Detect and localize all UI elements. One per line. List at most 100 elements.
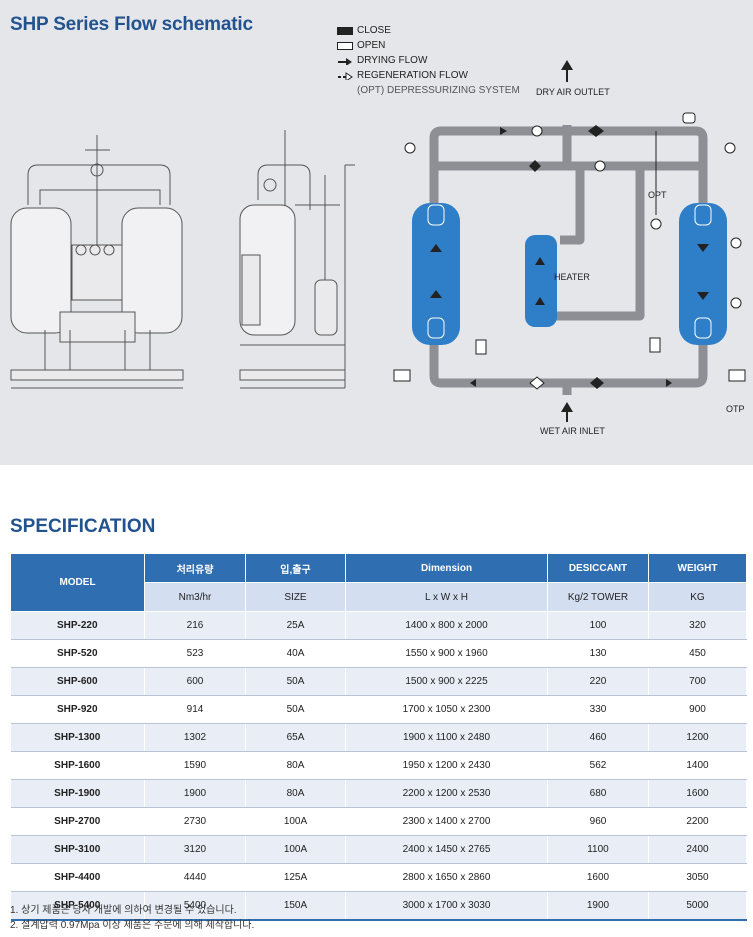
unit-weight: KG — [648, 582, 747, 612]
table-header-row: MODEL 처리유량 입,출구 Dimension DESICCANT WEIG… — [10, 553, 747, 612]
drawings — [10, 60, 746, 422]
cell-weight: 2200 — [648, 807, 747, 836]
cell-desiccant: 562 — [547, 751, 649, 780]
outlet-arrow-icon — [561, 60, 573, 70]
cell-weight: 3050 — [648, 863, 747, 892]
col-dimension: Dimension — [345, 553, 548, 583]
cell-flow: 3120 — [144, 835, 246, 864]
legend-drying-label: DRYING FLOW — [357, 55, 428, 66]
cell-desiccant: 130 — [547, 639, 649, 668]
col-desiccant: DESICCANT — [547, 553, 649, 583]
cell-weight: 5000 — [648, 891, 747, 921]
cell-weight: 700 — [648, 667, 747, 696]
cell-model: SHP-1300 — [10, 723, 145, 752]
cell-model: SHP-5400 — [10, 891, 145, 921]
legend-close-label: CLOSE — [357, 25, 391, 36]
cell-dim: 1900 x 1100 x 2480 — [345, 723, 548, 752]
opt-label: OPT — [648, 190, 667, 200]
heater-vessel — [525, 235, 557, 327]
cell-flow: 914 — [144, 695, 246, 724]
drying-flow-arrow-icon — [338, 57, 352, 65]
cell-dim: 1400 x 800 x 2000 — [345, 611, 548, 640]
cell-flow: 4440 — [144, 863, 246, 892]
cell-size: 150A — [245, 891, 346, 921]
flow-schematic — [393, 60, 746, 422]
spec-table: MODEL 처리유량 입,출구 Dimension DESICCANT WEIG… — [10, 553, 747, 921]
close-swatch-icon — [337, 26, 353, 35]
cell-size: 25A — [245, 611, 346, 640]
cell-size: 80A — [245, 779, 346, 808]
cell-weight: 450 — [648, 639, 747, 668]
cell-dim: 2800 x 1650 x 2860 — [345, 863, 548, 892]
legend: CLOSE OPEN DRYING FLOW REGENERATION FLOW… — [337, 23, 520, 98]
cell-model: SHP-4400 — [10, 863, 145, 892]
unit-desiccant: Kg/2 TOWER — [547, 582, 649, 612]
cell-desiccant: 460 — [547, 723, 649, 752]
cell-flow: 523 — [144, 639, 246, 668]
cell-flow: 1302 — [144, 723, 246, 752]
cell-desiccant: 680 — [547, 779, 649, 808]
unit-dimension: L x W x H — [345, 582, 548, 612]
legend-regeneration-label: REGENERATION FLOW — [357, 70, 468, 81]
cell-dim: 2300 x 1400 x 2700 — [345, 807, 548, 836]
cell-model: SHP-920 — [10, 695, 145, 724]
cell-size: 65A — [245, 723, 346, 752]
cell-dim: 2400 x 1450 x 2765 — [345, 835, 548, 864]
cell-model: SHP-1600 — [10, 751, 145, 780]
cell-desiccant: 220 — [547, 667, 649, 696]
col-flow: 처리유량 — [144, 553, 246, 583]
cell-dim: 2200 x 1200 x 2530 — [345, 779, 548, 808]
cell-weight: 1400 — [648, 751, 747, 780]
legend-open-label: OPEN — [357, 40, 386, 51]
cell-model: SHP-520 — [10, 639, 145, 668]
cell-desiccant: 960 — [547, 807, 649, 836]
cell-dim: 3000 x 1700 x 3030 — [345, 891, 548, 921]
cell-weight: 320 — [648, 611, 747, 640]
cell-model: SHP-220 — [10, 611, 145, 640]
cell-model: SHP-1900 — [10, 779, 145, 808]
dry-air-outlet-label: DRY AIR OUTLET — [536, 87, 610, 97]
cell-weight: 1200 — [648, 723, 747, 752]
cell-flow: 216 — [144, 611, 246, 640]
otp-label: OTP — [726, 404, 745, 414]
cell-flow: 1590 — [144, 751, 246, 780]
col-model: MODEL — [10, 553, 145, 612]
table-unit-row: Nm3/hr SIZE L x W x H Kg/2 TOWER KG — [11, 582, 747, 612]
legend-close: CLOSE — [337, 23, 520, 38]
regeneration-flow-arrow-icon — [338, 71, 353, 80]
cell-size: 125A — [245, 863, 346, 892]
cell-dim: 1950 x 1200 x 2430 — [345, 751, 548, 780]
note-2: 2. 설계압력 0.97Mpa 이상 제품은 주문에 의해 제작합니다. — [10, 920, 255, 931]
left-tower — [412, 203, 460, 345]
schematic-panel: SHP Series Flow schematic CLOSE OPEN DRY… — [0, 0, 753, 465]
cell-weight: 900 — [648, 695, 747, 724]
front-view-drawing — [10, 135, 184, 389]
cell-model: SHP-3100 — [10, 835, 145, 864]
cell-size: 100A — [245, 807, 346, 836]
cell-desiccant: 1600 — [547, 863, 649, 892]
cell-dim: 1500 x 900 x 2225 — [345, 667, 548, 696]
cell-size: 50A — [245, 695, 346, 724]
inlet-arrow-icon — [561, 402, 573, 412]
cell-flow: 2730 — [144, 807, 246, 836]
cell-size: 40A — [245, 639, 346, 668]
cell-weight: 1600 — [648, 779, 747, 808]
cell-size: 100A — [245, 835, 346, 864]
cell-dim: 1550 x 900 x 1960 — [345, 639, 548, 668]
col-port: 입,출구 — [245, 553, 346, 583]
notes: 1. 상기 제품은 당사 개발에 의하여 변경될 수 있습니다. 2. 설계압력… — [10, 903, 254, 933]
cell-model: SHP-2700 — [10, 807, 145, 836]
cell-size: 50A — [245, 667, 346, 696]
cell-desiccant: 100 — [547, 611, 649, 640]
open-swatch-icon — [337, 41, 353, 50]
